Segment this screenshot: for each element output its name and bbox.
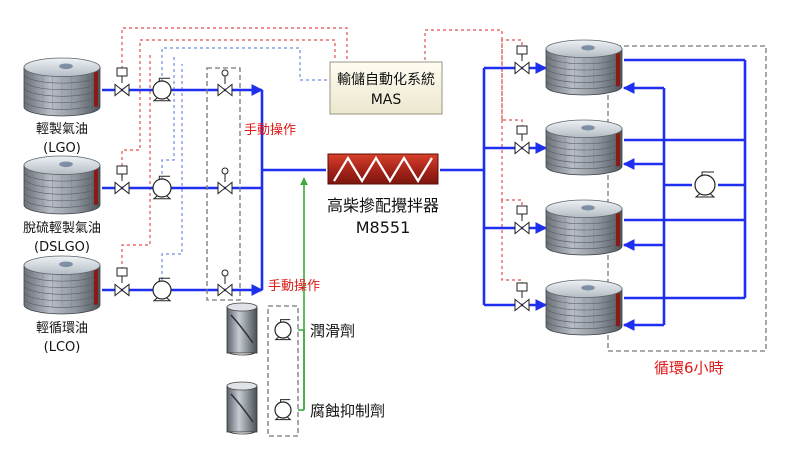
pump-icon xyxy=(274,399,292,421)
mixer-zigzag-icon xyxy=(333,155,433,184)
storage-tank-icon xyxy=(23,57,101,117)
control-system-box: 輸儲自動化系統 MAS xyxy=(329,61,443,115)
valve-icon xyxy=(114,181,130,195)
source-tank-labels: 輕製氣油 (LGO) 脫硫輕製氣油 (DSLGO) 輕循環油 (LCO) xyxy=(23,122,101,355)
pump-icon xyxy=(274,319,292,341)
pumps xyxy=(152,77,716,421)
valve-actuator-icon xyxy=(516,205,528,221)
valve-icon xyxy=(514,221,530,235)
recirculation-label: 循環6小時 xyxy=(654,359,724,377)
valve-icon xyxy=(514,141,530,155)
valve-actuator-icon xyxy=(116,267,128,283)
valve-icon xyxy=(217,283,233,297)
destination-tanks xyxy=(545,39,623,336)
additive-line xyxy=(298,177,308,411)
source-tanks xyxy=(23,57,101,315)
actuators xyxy=(116,45,528,298)
additive-drums xyxy=(226,302,258,435)
additive-name: 腐蝕抑制劑 xyxy=(310,402,385,420)
process-pipes xyxy=(102,58,747,331)
valve-actuator-icon xyxy=(516,282,528,298)
storage-tank-icon xyxy=(23,255,101,315)
storage-tank-icon xyxy=(545,119,623,176)
storage-tank-icon xyxy=(545,39,623,96)
control-system-title: 輸儲自動化系統 xyxy=(337,72,435,88)
recirculation-box xyxy=(607,45,767,352)
pump-icon xyxy=(152,175,172,200)
manual-valve-handle-icon xyxy=(221,167,229,182)
source-tank-name: 輕製氣油 xyxy=(36,122,88,137)
additive-drum-icon xyxy=(226,302,258,356)
valve-icon xyxy=(217,181,233,195)
valve-actuator-icon xyxy=(516,125,528,141)
source-tank-code: (DSLGO) xyxy=(34,240,90,255)
valve-icon xyxy=(217,83,233,97)
valve-icon xyxy=(514,298,530,312)
storage-tank-icon xyxy=(545,279,623,336)
valves xyxy=(114,61,530,312)
manual-operation-label-top: 手動操作 xyxy=(244,122,296,138)
source-tank-code: (LGO) xyxy=(43,141,81,156)
valve-icon xyxy=(114,83,130,97)
dashed-boxes xyxy=(206,45,767,437)
manual-valve-box xyxy=(206,67,241,301)
storage-tank-icon xyxy=(23,155,101,215)
pump-icon xyxy=(152,77,172,102)
mixer-name: 高柴摻配攪拌器 xyxy=(327,196,439,215)
additive-name: 潤滑劑 xyxy=(310,322,355,340)
valve-actuator-icon xyxy=(116,165,128,181)
pump-icon xyxy=(152,277,172,302)
pump-icon xyxy=(694,171,716,198)
control-system-code: MAS xyxy=(371,92,402,108)
control-signal-lines xyxy=(121,27,523,292)
source-tank-name: 脫硫輕製氣油 xyxy=(23,221,101,236)
source-tank-name: 輕循環油 xyxy=(36,321,88,336)
manual-operation-label-bottom: 手動操作 xyxy=(268,278,320,294)
static-mixer: 高柴摻配攪拌器 M8551 xyxy=(327,153,439,237)
valve-actuator-icon xyxy=(516,45,528,61)
mixer-code: M8551 xyxy=(356,218,411,237)
valve-actuator-icon xyxy=(116,67,128,83)
source-tank-code: (LCO) xyxy=(44,340,81,355)
valve-icon xyxy=(114,283,130,297)
additive-drum-icon xyxy=(226,381,258,435)
valve-icon xyxy=(514,61,530,75)
storage-tank-icon xyxy=(545,199,623,256)
manual-valve-handle-icon xyxy=(221,69,229,84)
manual-valve-handle-icon xyxy=(221,269,229,284)
